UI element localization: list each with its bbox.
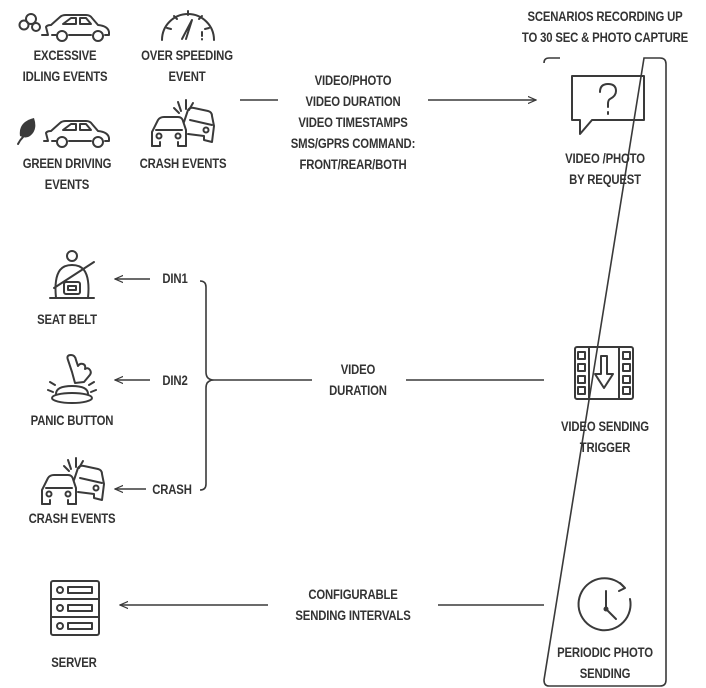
server-icon [48,578,102,638]
crash-cars-icon [38,456,110,508]
clock-icon [572,577,638,635]
panic-button-label: PANIC BUTTON [30,413,114,428]
din1-label: DIN1 [162,271,188,286]
scenario-frame [543,57,667,687]
question-bubble-icon [568,72,650,138]
seat-belt-label: SEAT BELT [37,312,97,327]
eco-car-icon [16,114,116,150]
din2-label: DIN2 [162,373,188,388]
seat-belt-icon [44,248,100,304]
crash-events-top-label: CRASH EVENTS [139,156,227,171]
speedometer-icon [158,6,218,42]
crash-input-label: CRASH [152,482,192,497]
car-exhaust-icon [16,10,116,44]
input-bracket [199,280,215,491]
crash-events-label: CRASH EVENTS [28,511,116,526]
panic-button-icon [42,350,102,408]
film-download-icon [572,344,636,402]
server-label: SERVER [51,655,97,670]
crash-cars-icon [148,98,220,150]
